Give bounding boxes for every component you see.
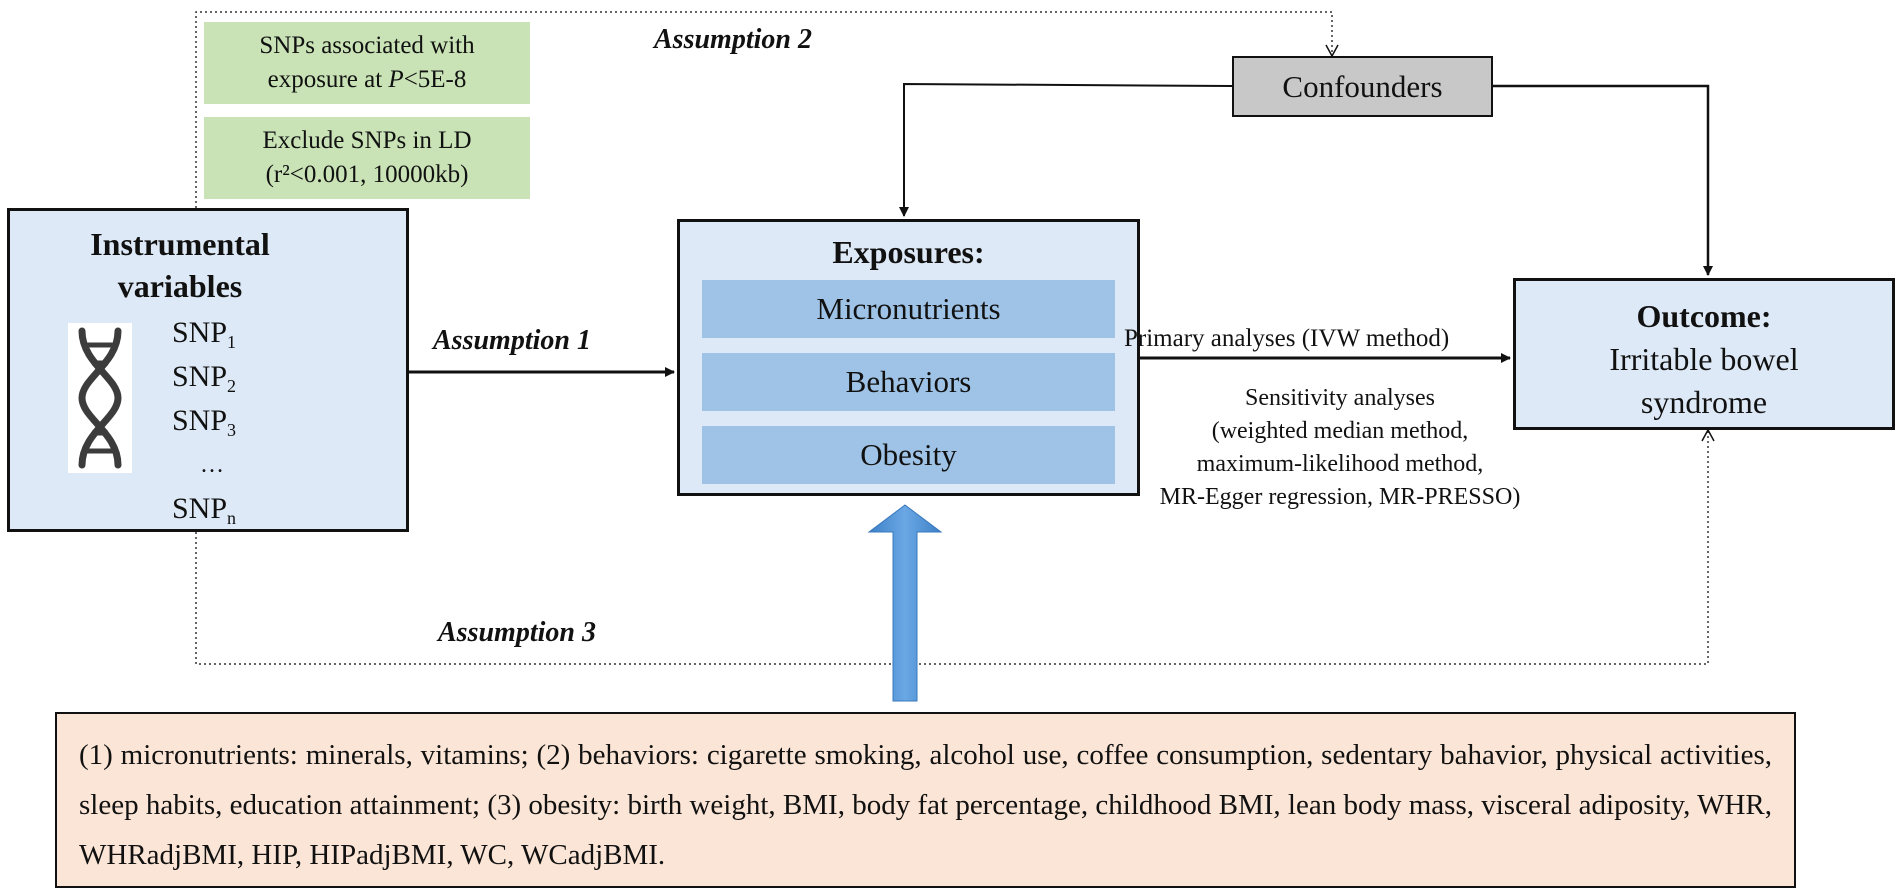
ld-exclusion-line2: (r²<0.001, 10000kb) (265, 161, 469, 188)
snp-threshold-box: SNPs associated with exposure at P<5E-8 (204, 22, 530, 104)
outcome-box: Outcome: Irritable bowel syndrome (1513, 278, 1895, 430)
snp-threshold-prefix: exposure at (267, 66, 389, 93)
outcome-line1: Irritable bowel (1609, 341, 1799, 377)
confounders-box: Confounders (1232, 56, 1493, 117)
instrumental-variables-box: Instrumental variables SNP1 SNP2 SNP3 … … (7, 208, 409, 532)
exposure-details-box: (1) micronutrients: minerals, vitamins; … (55, 712, 1796, 888)
snp-threshold-suffix: <5E-8 (403, 66, 467, 93)
sensitivity-line: (weighted median method, (1211, 418, 1469, 444)
confounders-to-exposures-arrow (899, 82, 1233, 217)
iv-title-line1: Instrumental (90, 226, 270, 262)
dna-icon (68, 323, 132, 473)
exposure-obesity: Obesity (702, 426, 1115, 484)
snp-threshold-line2: exposure at P<5E-8 (204, 63, 530, 97)
snp-item: SNP3 (172, 404, 237, 440)
sensitivity-analyses-label: Sensitivity analyses (weighted median me… (1110, 382, 1570, 514)
snp-ellipsis: … (200, 452, 224, 478)
ld-exclusion-box: Exclude SNPs in LD (r²<0.001, 10000kb) (204, 117, 530, 199)
snp-item: SNP1 (172, 316, 237, 352)
assumption2-label: Assumption 2 (654, 24, 812, 55)
iv-title-line2: variables (117, 268, 243, 304)
sensitivity-line: MR-Egger regression, MR-PRESSO) (1159, 484, 1521, 510)
p-value-symbol: P (388, 66, 404, 93)
primary-analyses-label: Primary analyses (IVW method) (1124, 325, 1450, 352)
exposures-box: Exposures: Micronutrients Behaviors Obes… (677, 219, 1140, 496)
exposures-title: Exposures: (832, 234, 985, 270)
assumption3-dotted-path (195, 428, 1715, 665)
outcome-title: Outcome: (1636, 298, 1772, 334)
assumption1-label: Assumption 1 (433, 325, 591, 356)
outcome-line2: syndrome (1640, 384, 1768, 420)
sensitivity-line: maximum-likelihood method, (1196, 451, 1484, 477)
exposure-behaviors: Behaviors (702, 353, 1115, 411)
snp-list: SNP1 SNP2 SNP3 … SNPn (172, 311, 236, 531)
confounders-to-outcome-arrow (1493, 84, 1713, 276)
assumption3-label: Assumption 3 (438, 617, 596, 648)
details-to-exposures-blue-arrow (867, 504, 943, 702)
snp-item: SNPn (172, 492, 237, 528)
instrumental-variables-title: Instrumental variables (10, 223, 350, 307)
snp-item: SNP2 (172, 360, 237, 396)
snp-threshold-line1: SNPs associated with (259, 32, 475, 59)
ld-exclusion-line1: Exclude SNPs in LD (262, 127, 472, 154)
exposure-micronutrients: Micronutrients (702, 280, 1115, 338)
sensitivity-line: Sensitivity analyses (1245, 385, 1435, 411)
